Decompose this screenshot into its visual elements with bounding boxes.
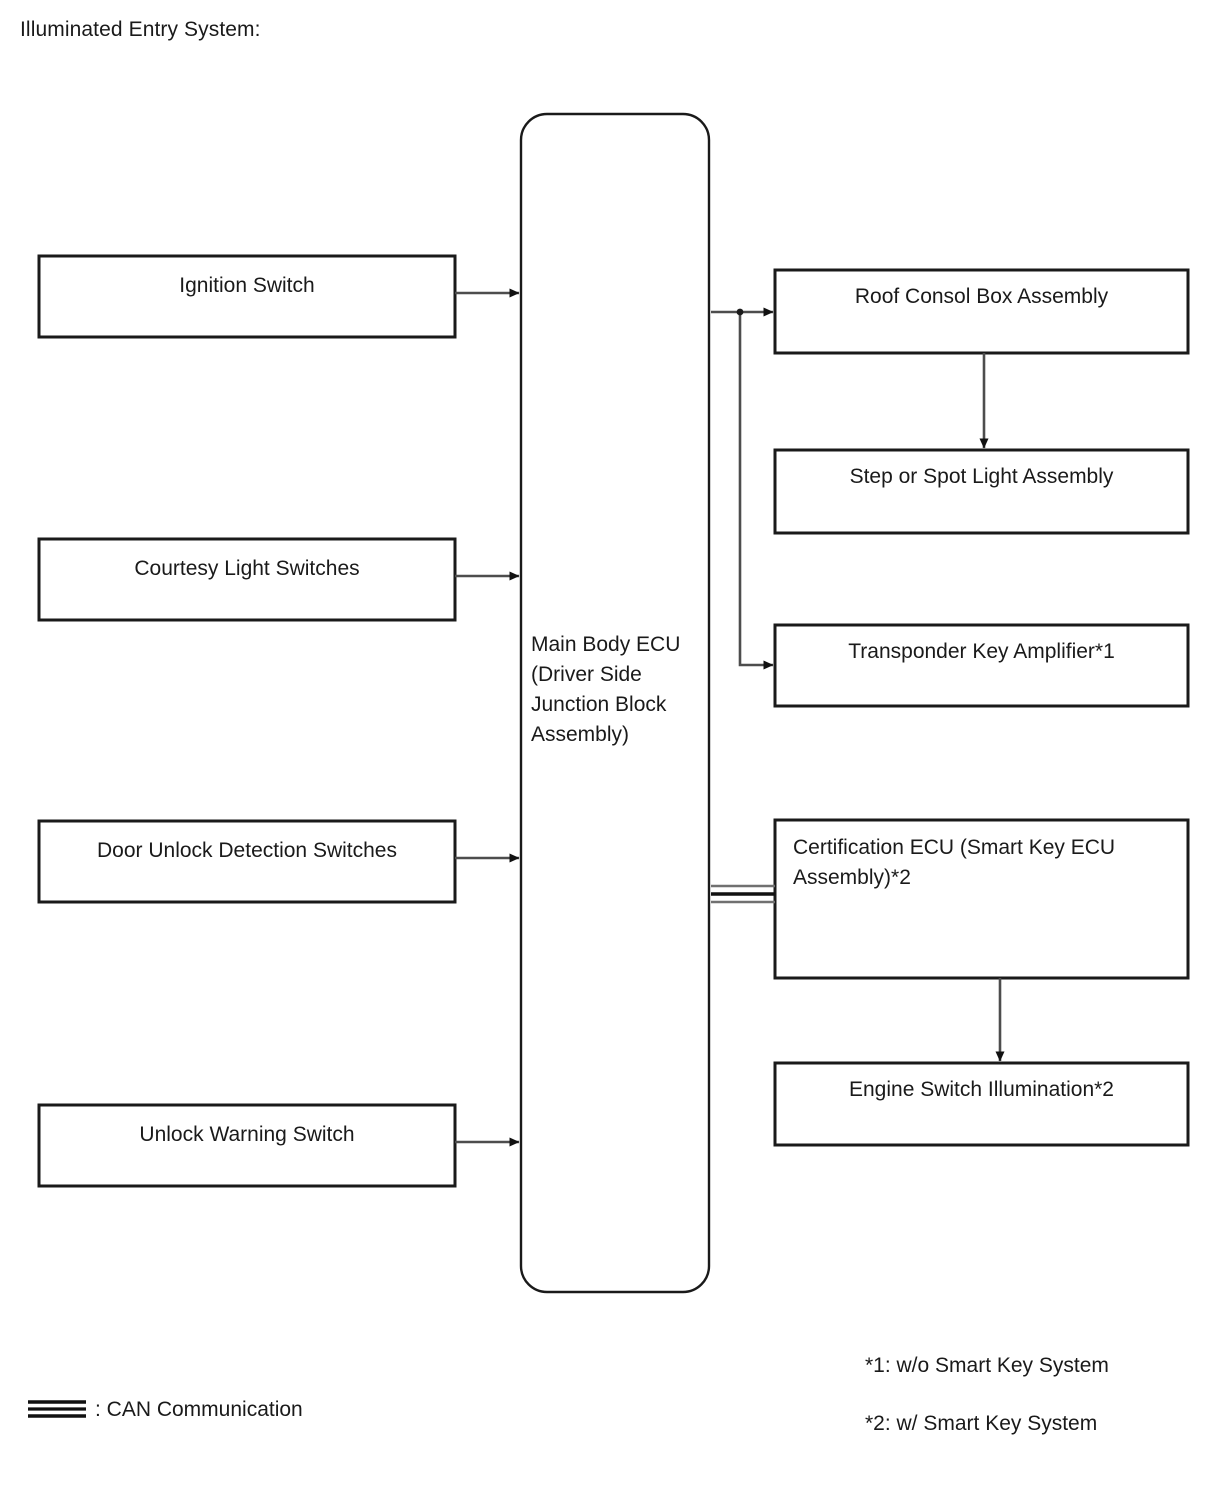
node-label-transponder-key-amplifier: Transponder Key Amplifier*1 [848, 640, 1115, 663]
node-label-ignition-switch: Ignition Switch [179, 274, 315, 297]
branch-junction-dot [736, 308, 744, 316]
node-label-step-or-spot-light-assembly: Step or Spot Light Assembly [849, 465, 1114, 488]
node-label-certification-ecu: Certification ECU (Smart Key ECU Assembl… [793, 836, 1116, 889]
node-label-engine-switch-illumination: Engine Switch Illumination*2 [849, 1078, 1114, 1101]
node-label-unlock-warning-switch: Unlock Warning Switch [139, 1123, 355, 1146]
node-certification-ecu-shape [773, 818, 1190, 980]
node-courtesy-light-switches-shape [37, 537, 457, 622]
node-step-or-spot-light-assembly-shape [773, 448, 1190, 535]
node-unlock-warning-switch-shape [37, 1103, 457, 1188]
legend-can-label: : CAN Communication [95, 1398, 303, 1421]
node-engine-switch-illumination-shape [773, 1061, 1190, 1147]
node-label-main-body-ecu: Main Body ECU (Driver Side Junction Bloc… [531, 633, 681, 746]
footnote-2: *2: w/ Smart Key System [865, 1412, 1098, 1435]
node-label-courtesy-light-switches: Courtesy Light Switches [134, 557, 360, 580]
node-door-unlock-detection-switches-shape [37, 819, 457, 904]
connector-ecu-branch-to-transponder [738, 312, 774, 670]
page-title: Illuminated Entry System: [20, 18, 261, 41]
node-label-door-unlock-detection-switches: Door Unlock Detection Switches [97, 839, 397, 862]
node-label-roof-consol-box-assembly: Roof Consol Box Assembly [854, 285, 1109, 308]
footnote-1: *1: w/o Smart Key System [865, 1354, 1109, 1377]
node-roof-consol-box-assembly-shape [773, 268, 1190, 355]
node-ignition-switch-shape [37, 254, 457, 339]
node-transponder-key-amplifier-shape [773, 623, 1190, 708]
node-main-body-ecu-shape [519, 112, 711, 1294]
